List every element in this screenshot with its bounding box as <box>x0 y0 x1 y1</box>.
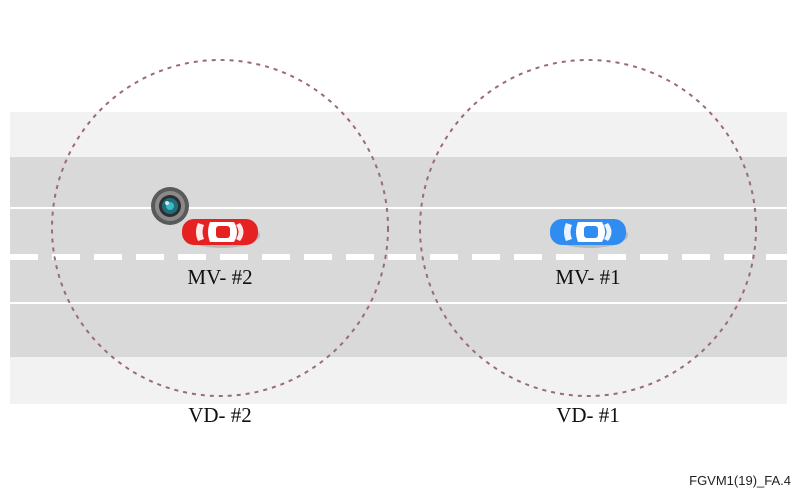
vd1-label: VD- #1 <box>556 403 620 427</box>
camera-lens-icon <box>151 187 189 225</box>
figure-id: FGVM1(19)_FA.4 <box>689 473 791 488</box>
vd2-label: VD- #2 <box>188 403 252 427</box>
mv1-car-icon <box>550 219 628 248</box>
mv2-car-icon <box>182 219 260 248</box>
mv1-label: MV- #1 <box>555 265 621 289</box>
mv2-label: MV- #2 <box>187 265 253 289</box>
vd1-zone-circle <box>419 59 757 397</box>
vd2-zone-circle <box>51 59 389 397</box>
